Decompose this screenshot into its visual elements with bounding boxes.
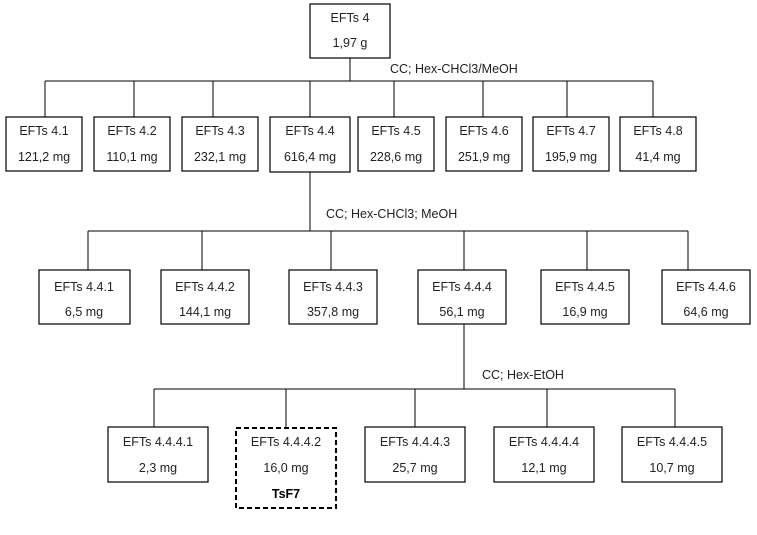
level2-node: EFTs 4.4.4 56,1 mg bbox=[417, 269, 507, 325]
level1-node: EFTs 4.5 228,6 mg bbox=[357, 116, 435, 172]
node-name: EFTs 4.4 bbox=[285, 124, 334, 138]
node-box bbox=[160, 269, 250, 325]
node-name: EFTs 4 bbox=[331, 11, 370, 25]
level3-node: EFTs 4.4.4.4 12,1 mg bbox=[493, 426, 595, 483]
node-amount: 616,4 mg bbox=[284, 150, 336, 164]
level1-node: EFTs 4.1 121,2 mg bbox=[5, 116, 83, 172]
node-box bbox=[288, 269, 378, 325]
level2-node: EFTs 4.4.6 64,6 mg bbox=[661, 269, 751, 325]
node-box bbox=[445, 116, 523, 172]
node-box bbox=[661, 269, 751, 325]
step-label-1: CC; Hex-CHCl3/MeOH bbox=[390, 62, 518, 76]
node-box bbox=[181, 116, 259, 172]
node-box bbox=[364, 426, 466, 483]
node-name: EFTs 4.1 bbox=[19, 124, 68, 138]
node-box bbox=[417, 269, 507, 325]
node-name: EFTs 4.2 bbox=[107, 124, 156, 138]
node-name: EFTs 4.4.6 bbox=[676, 280, 736, 294]
level3-node-highlighted: EFTs 4.4.4.2 16,0 mg TsF7 bbox=[235, 427, 337, 509]
node-box bbox=[621, 426, 723, 483]
node-amount: 64,6 mg bbox=[683, 305, 728, 319]
node-box bbox=[269, 116, 351, 173]
node-name: EFTs 4.4.4.1 bbox=[123, 435, 193, 449]
level1-node: EFTs 4.7 195,9 mg bbox=[532, 116, 610, 172]
node-amount: 251,9 mg bbox=[458, 150, 510, 164]
level2-node: EFTs 4.4.1 6,5 mg bbox=[38, 269, 131, 325]
node-name: EFTs 4.6 bbox=[459, 124, 508, 138]
node-amount: 232,1 mg bbox=[194, 150, 246, 164]
node-amount: 2,3 mg bbox=[139, 461, 177, 475]
node-amount: 110,1 mg bbox=[106, 150, 157, 164]
node-name: EFTs 4.4.4.2 bbox=[251, 435, 321, 449]
node-box bbox=[38, 269, 131, 325]
node-name: EFTs 4.4.4.4 bbox=[509, 435, 579, 449]
level3-node: EFTs 4.4.4.5 10,7 mg bbox=[621, 426, 723, 483]
node-name: EFTs 4.3 bbox=[195, 124, 244, 138]
node-amount: 16,0 mg bbox=[263, 461, 308, 475]
level2-node: EFTs 4.4.5 16,9 mg bbox=[540, 269, 630, 325]
node-box bbox=[619, 116, 697, 172]
node-name: EFTs 4.5 bbox=[371, 124, 420, 138]
node-amount: 228,6 mg bbox=[370, 150, 422, 164]
level1-node: EFTs 4.8 41,4 mg bbox=[619, 116, 697, 172]
root-node: EFTs 4 1,97 g bbox=[309, 3, 391, 59]
node-amount: 25,7 mg bbox=[392, 461, 437, 475]
level1-node: EFTs 4.2 110,1 mg bbox=[93, 116, 171, 172]
level1-node: EFTs 4.6 251,9 mg bbox=[445, 116, 523, 172]
node-box bbox=[93, 116, 171, 172]
step-label-2: CC; Hex-CHCl3; MeOH bbox=[326, 207, 457, 221]
node-amount: 16,9 mg bbox=[562, 305, 607, 319]
node-name: EFTs 4.4.4 bbox=[432, 280, 492, 294]
node-box bbox=[5, 116, 83, 172]
node-amount: 1,97 g bbox=[333, 36, 368, 50]
node-name: EFTs 4.4.4.3 bbox=[380, 435, 450, 449]
node-box bbox=[493, 426, 595, 483]
compound-label: TsF7 bbox=[272, 487, 300, 501]
node-name: EFTs 4.4.5 bbox=[555, 280, 615, 294]
node-name: EFTs 4.8 bbox=[633, 124, 682, 138]
node-amount: 10,7 mg bbox=[649, 461, 694, 475]
tree-connectors bbox=[44, 58, 689, 427]
node-name: EFTs 4.7 bbox=[546, 124, 595, 138]
level2-node: EFTs 4.4.2 144,1 mg bbox=[160, 269, 250, 325]
level3-node: EFTs 4.4.4.3 25,7 mg bbox=[364, 426, 466, 483]
node-box bbox=[357, 116, 435, 172]
node-box-dashed bbox=[235, 427, 337, 509]
node-box bbox=[532, 116, 610, 172]
node-box bbox=[309, 3, 391, 59]
node-amount: 41,4 mg bbox=[635, 150, 680, 164]
node-amount: 56,1 mg bbox=[439, 305, 484, 319]
level2-node: EFTs 4.4.3 357,8 mg bbox=[288, 269, 378, 325]
node-amount: 357,8 mg bbox=[307, 305, 359, 319]
node-name: EFTs 4.4.1 bbox=[54, 280, 114, 294]
level1-node: EFTs 4.4 616,4 mg bbox=[269, 116, 351, 173]
node-amount: 121,2 mg bbox=[18, 150, 70, 164]
level1-node: EFTs 4.3 232,1 mg bbox=[181, 116, 259, 172]
node-box bbox=[540, 269, 630, 325]
node-name: EFTs 4.4.4.5 bbox=[637, 435, 707, 449]
node-amount: 6,5 mg bbox=[65, 305, 103, 319]
node-name: EFTs 4.4.3 bbox=[303, 280, 363, 294]
node-amount: 12,1 mg bbox=[521, 461, 566, 475]
node-amount: 144,1 mg bbox=[179, 305, 231, 319]
step-label-3: CC; Hex-EtOH bbox=[482, 368, 564, 382]
node-name: EFTs 4.4.2 bbox=[175, 280, 235, 294]
level3-node: EFTs 4.4.4.1 2,3 mg bbox=[107, 426, 209, 483]
node-amount: 195,9 mg bbox=[545, 150, 597, 164]
node-box bbox=[107, 426, 209, 483]
